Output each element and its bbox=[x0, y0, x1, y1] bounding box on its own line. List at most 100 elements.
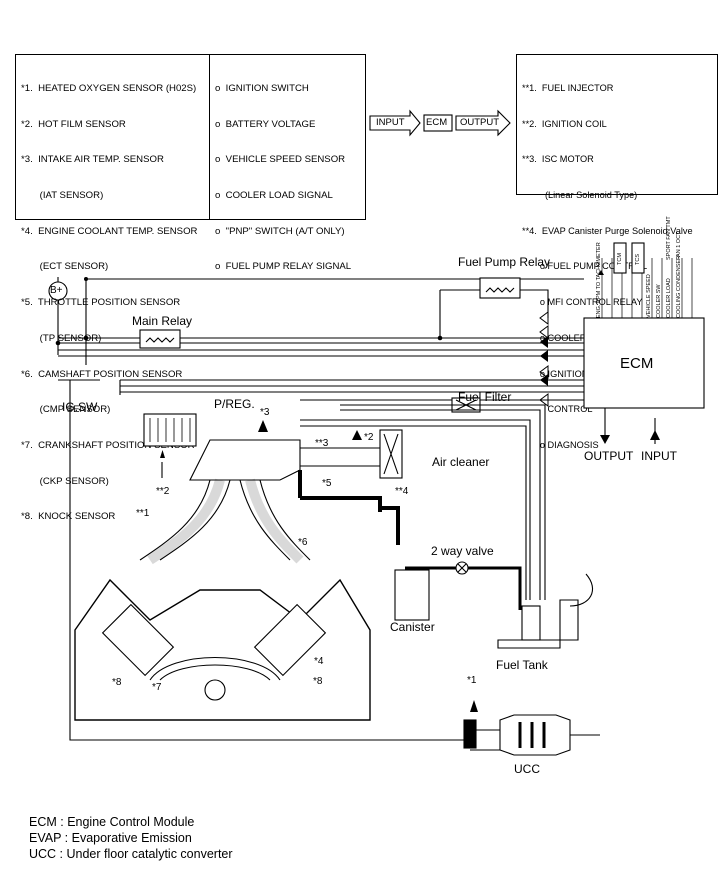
sensor-item: *4. ENGINE COOLANT TEMP. SENSOR bbox=[21, 225, 198, 237]
tcs-box bbox=[631, 242, 645, 274]
purge-hose bbox=[298, 470, 400, 545]
two-way-valve-label: 2 way valve bbox=[431, 544, 494, 558]
cooler-cond-label: COOLING CONDENSER bbox=[676, 255, 682, 318]
sensor-item: (IAT SENSOR) bbox=[21, 189, 104, 201]
flow-output-label: OUTPUT bbox=[460, 117, 500, 128]
canister-label: Canister bbox=[390, 620, 435, 634]
marker-a4: **4 bbox=[395, 486, 409, 497]
output-item: **3. ISC MOTOR bbox=[522, 154, 594, 165]
marker-s4: *4 bbox=[314, 656, 324, 667]
sensor-item: (CMP SENSOR) bbox=[21, 404, 111, 416]
legend-item: UCC : Under floor catalytic converter bbox=[29, 847, 233, 861]
vss-label: VEHICLE SPEED bbox=[646, 274, 652, 318]
output-item: CONTROL bbox=[522, 404, 593, 415]
legend-item: ECM : Engine Control Module bbox=[29, 815, 195, 829]
sensor-item: *2. HOT FILM SENSOR bbox=[21, 118, 126, 130]
signal-item: o "PNP" SWITCH (A/T ONLY) bbox=[215, 225, 345, 237]
crank-center bbox=[204, 679, 226, 701]
ucc-label: UCC bbox=[514, 762, 540, 776]
flow-ecm-label: ECM bbox=[426, 117, 448, 128]
wire-ig bbox=[58, 379, 121, 395]
signal-item: o VEHICLE SPEED SENSOR bbox=[215, 154, 346, 166]
marker-s3: *3 bbox=[260, 407, 270, 418]
tcm-box bbox=[613, 242, 627, 274]
signal-list: o IGNITION SWITCH o BATTERY VOLTAGE o VE… bbox=[215, 59, 351, 285]
cylinder-right bbox=[253, 603, 327, 677]
signal-item: o FUEL PUMP RELAY SIGNAL bbox=[215, 261, 352, 273]
exhaust-pipe bbox=[70, 729, 500, 751]
output-item: (Linear Solenoid Type) bbox=[522, 189, 638, 200]
output-item: **2. IGNITION COIL bbox=[522, 118, 607, 129]
abbreviation-legend: ECM : Engine Control Module EVAP : Evapo… bbox=[29, 814, 233, 862]
intake-runner-left bbox=[147, 478, 225, 565]
output-arrow bbox=[455, 109, 511, 137]
rpm-signal-label: ENG. RPM TO TACHOMETER bbox=[596, 242, 602, 318]
canister-symbol bbox=[394, 569, 430, 621]
marker-s2: *2 bbox=[364, 432, 374, 443]
sensor-item: (ECT SENSOR) bbox=[21, 261, 109, 273]
system-schematic bbox=[48, 242, 705, 756]
fuel-pump-relay-symbol bbox=[479, 277, 521, 299]
input-arrow bbox=[369, 109, 421, 137]
sensor-item: *6. CAMSHAFT POSITION SENSOR bbox=[21, 368, 183, 380]
tcm-label: TCM bbox=[617, 253, 623, 265]
o2-sensor bbox=[463, 719, 477, 749]
marker-a1: **1 bbox=[136, 508, 150, 519]
ignition-coil-block bbox=[143, 413, 197, 447]
legend-item: EVAP : Evaporative Emission bbox=[29, 831, 192, 845]
output-item: o MFI CONTROL RELAY bbox=[522, 297, 643, 308]
input-label: INPUT bbox=[641, 449, 677, 463]
signal-item: o COOLER LOAD SIGNAL bbox=[215, 189, 333, 201]
fan-label: FAN 1 OCT bbox=[676, 231, 682, 260]
preg-label: P/REG. bbox=[214, 397, 255, 411]
marker-s5: *5 bbox=[322, 478, 332, 489]
output-item: **1. FUEL INJECTOR bbox=[522, 82, 614, 93]
main-relay-symbol bbox=[139, 329, 181, 349]
output-list-box bbox=[516, 54, 718, 195]
flow-arrows bbox=[369, 109, 511, 137]
sensor-item: *3. INTAKE AIR TEMP. SENSOR bbox=[21, 154, 164, 166]
fuel-filter-label: Fuel Filter bbox=[458, 390, 512, 404]
output-item: **4. EVAP Canister Purge Solenoid Valve bbox=[522, 225, 693, 236]
output-label: OUTPUT bbox=[584, 449, 634, 463]
input-list-box bbox=[15, 54, 366, 220]
crankcase bbox=[149, 657, 281, 681]
ig-sw-label: IG.SW bbox=[62, 400, 98, 414]
fuel-line-tank bbox=[405, 566, 522, 610]
wire-fpr bbox=[439, 289, 549, 338]
marker-a3: **3 bbox=[315, 438, 329, 449]
fuel-tank-label: Fuel Tank bbox=[496, 658, 548, 672]
intake-plenum bbox=[189, 439, 301, 481]
catalytic-converter bbox=[499, 714, 571, 756]
signal-item: o BATTERY VOLTAGE bbox=[215, 118, 316, 130]
air-cleaner-label: Air cleaner bbox=[432, 455, 490, 469]
marker-s8-right: *8 bbox=[313, 676, 323, 687]
battery-label: B+ bbox=[50, 285, 63, 296]
marker-s7: *7 bbox=[152, 682, 162, 693]
intake-runner-right bbox=[245, 478, 304, 564]
tcs-label: TCS bbox=[635, 254, 641, 265]
marker-a2: **2 bbox=[156, 486, 170, 497]
fuel-pump-relay-label: Fuel Pump Relay bbox=[458, 255, 551, 269]
ecm-connectors bbox=[601, 258, 693, 318]
signal-item: o IGNITION SWITCH bbox=[215, 82, 309, 94]
sensor-item: *1. HEATED OXYGEN SENSOR (H02S) bbox=[21, 82, 197, 94]
fuel-tank-symbol bbox=[497, 599, 579, 649]
sensor-item: *5. THROTTLE POSITION SENSOR bbox=[21, 297, 181, 309]
cooler-sw-label: COOLER SW bbox=[656, 284, 662, 318]
cooler-load-label: COOLER LOAD bbox=[666, 278, 672, 318]
sensor-item: (CKP SENSOR) bbox=[21, 475, 109, 487]
ecm-box bbox=[583, 317, 705, 409]
marker-s6: *6 bbox=[298, 537, 308, 548]
sensor-item: *8. KNOCK SENSOR bbox=[21, 511, 116, 523]
marker-s1: *1 bbox=[467, 675, 477, 686]
marker-s8-left: *8 bbox=[112, 677, 122, 688]
ecm-label: ECM bbox=[620, 355, 654, 372]
output-item: o DIAGNOSIS bbox=[522, 440, 599, 450]
cylinder-left bbox=[101, 603, 175, 677]
sport-fan-label: SPORT FAN TMT bbox=[666, 216, 672, 260]
input-list-divider bbox=[209, 54, 210, 220]
fuel-pipes bbox=[300, 404, 546, 600]
main-relay-label: Main Relay bbox=[132, 314, 193, 328]
flow-input-label: INPUT bbox=[376, 117, 405, 128]
